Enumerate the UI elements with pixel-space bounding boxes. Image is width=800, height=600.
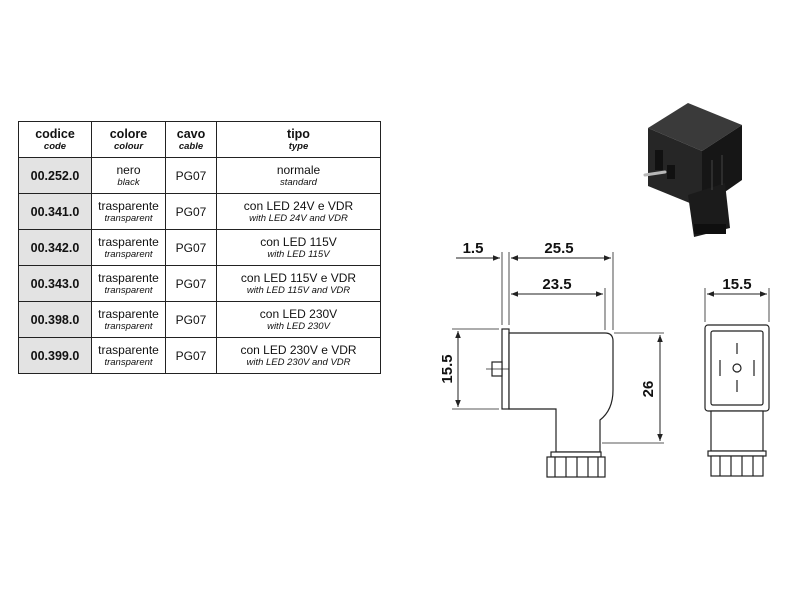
dim-width-label: 15.5 — [722, 276, 751, 293]
cell-cable: PG07 — [165, 337, 217, 374]
cell-cable: PG07 — [165, 229, 217, 266]
cell-code: 00.398.0 — [18, 301, 92, 338]
dim-body-label: 23.5 — [542, 276, 571, 293]
cell-code: 00.343.0 — [18, 265, 92, 302]
dim-total-height-label: 26 — [640, 381, 657, 398]
cell-cable: PG07 — [165, 265, 217, 302]
cell-cable: PG07 — [165, 193, 217, 230]
side-view-drawing — [452, 252, 664, 478]
front-view-drawing — [704, 288, 770, 477]
cell-code: 00.341.0 — [18, 193, 92, 230]
connector-photo — [643, 103, 742, 237]
cell-cable: PG07 — [165, 301, 217, 338]
cell-code: 00.399.0 — [18, 337, 92, 374]
cell-cable: PG07 — [165, 157, 217, 194]
dim-height-label: 15.5 — [439, 354, 456, 383]
dim-length-label: 25.5 — [544, 240, 573, 257]
dim-flange-label: 1.5 — [463, 240, 484, 257]
